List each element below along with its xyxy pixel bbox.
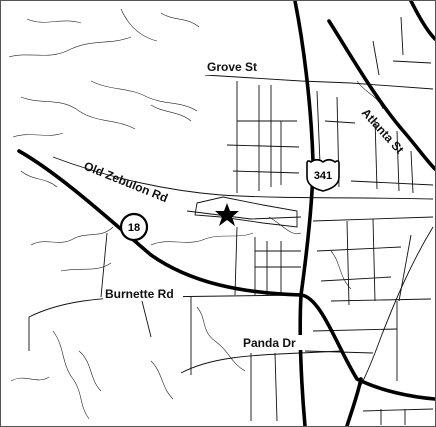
atlanta-st-road [327, 19, 435, 171]
creek [30, 226, 114, 246]
atlanta-st-label: Atlanta St [359, 106, 407, 157]
panda-dr-label: Panda Dr [243, 336, 296, 350]
top-right-road [409, 1, 435, 41]
us-route-shield: 341 [306, 158, 340, 192]
highway-341 [293, 1, 315, 426]
svg-text:18: 18 [128, 222, 140, 234]
creek [78, 350, 102, 392]
creek [150, 104, 192, 122]
creek [268, 216, 302, 235]
creek [10, 376, 50, 382]
creeks [8, 8, 384, 420]
grove-st-label-bg [203, 59, 265, 75]
development-outline [194, 196, 298, 228]
creek [60, 262, 112, 272]
creek [196, 306, 246, 372]
creek [150, 360, 174, 400]
creek [20, 96, 136, 130]
old-zebulon-rd-label: Old Zebulon Rd [82, 159, 170, 205]
creek [52, 330, 90, 420]
star-icon[interactable] [215, 203, 239, 226]
burnette-rd-label-bg [103, 287, 183, 301]
highway-south-branch [345, 377, 363, 426]
creek [150, 232, 254, 246]
burnette-rd-label: Burnette Rd [105, 287, 174, 301]
creek [160, 12, 200, 28]
creek [20, 170, 58, 188]
creek [8, 36, 132, 58]
svg-text:341: 341 [314, 170, 332, 182]
panda-dr-label-bg [241, 335, 305, 350]
creek [26, 18, 82, 24]
creek [120, 8, 158, 42]
highway-18 [17, 149, 435, 401]
state-route-shield: 18 [119, 212, 149, 242]
creek [12, 132, 64, 138]
grove-st-label: Grove St [207, 60, 257, 74]
major-roads [17, 1, 435, 426]
creek [90, 80, 198, 112]
